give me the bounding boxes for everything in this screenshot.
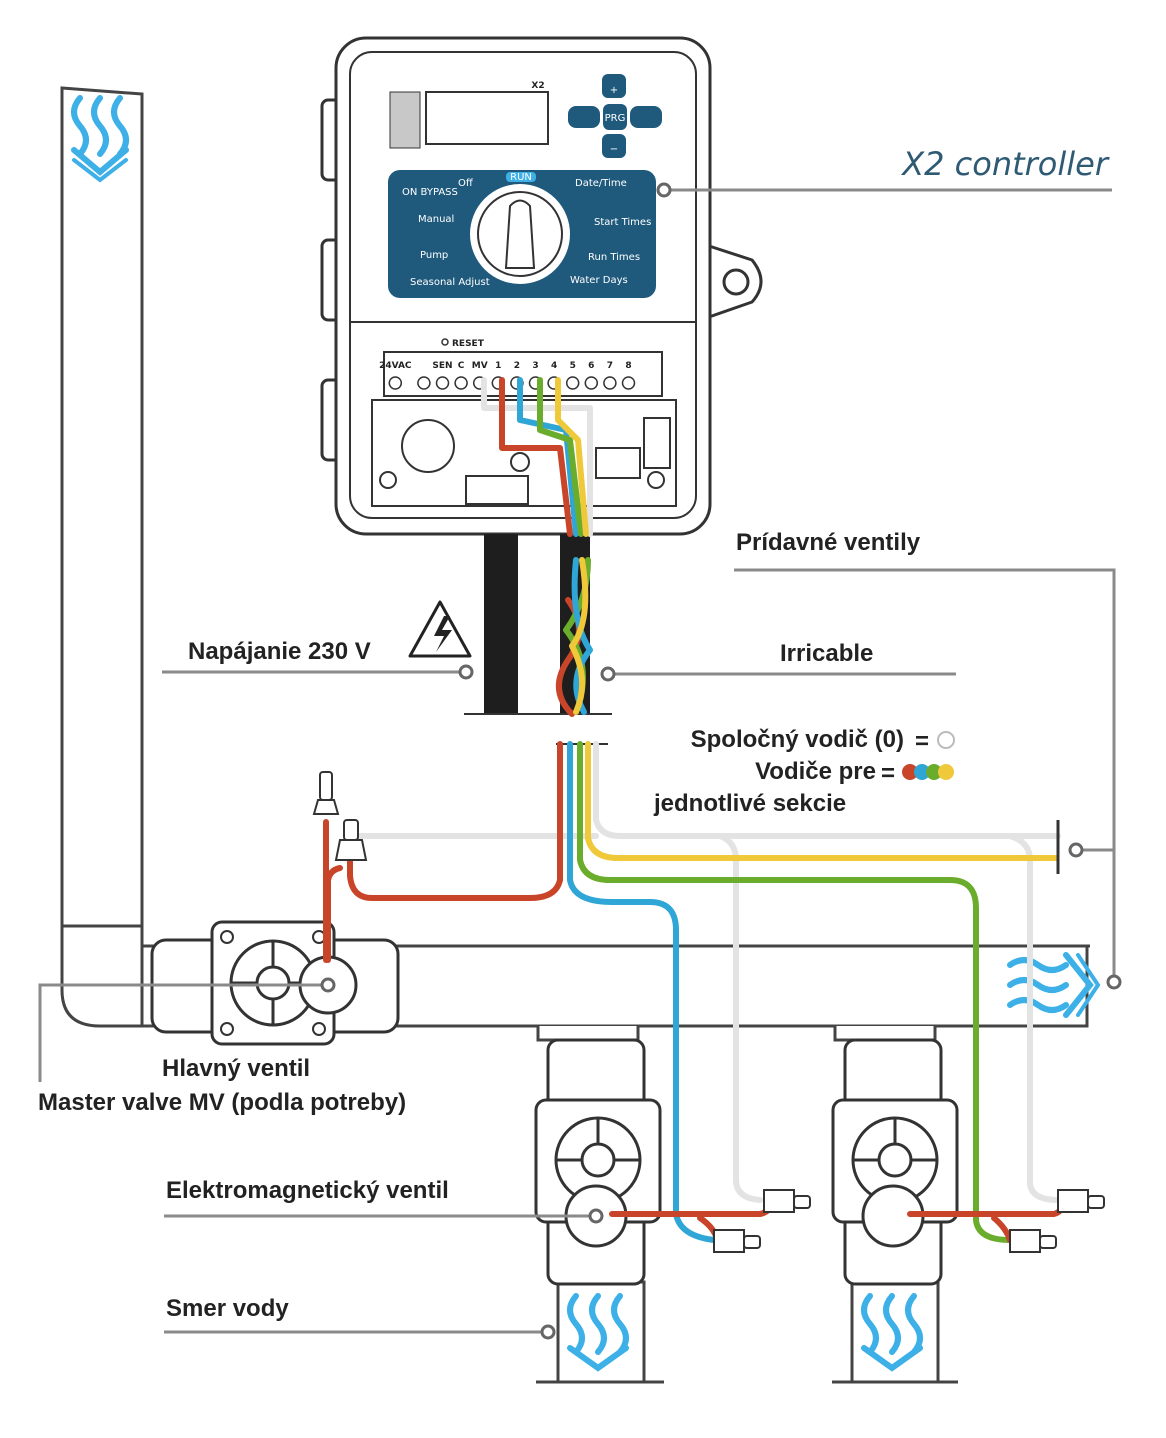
prg-button xyxy=(603,104,627,130)
dial-seasonal: Seasonal Adjust xyxy=(410,277,490,288)
branch-pipe-2 xyxy=(833,1026,937,1042)
terminal-screw xyxy=(621,376,636,390)
water-flow-down-icon-1 xyxy=(71,95,129,183)
section-wires-label-2: jednotlivé sekcie xyxy=(653,790,846,817)
solenoid-valve-label: Elektromagnetický ventil xyxy=(166,1177,449,1204)
common-equals: = xyxy=(915,728,929,755)
terminal-label: 24VAC xyxy=(379,361,412,371)
minus-button xyxy=(602,134,626,158)
callout-lines xyxy=(38,182,1122,1340)
terminal-label: SEN xyxy=(432,361,452,371)
reset-label: RESET xyxy=(452,339,485,349)
power-label: Napájanie 230 V xyxy=(188,638,371,665)
terminal-label: 7 xyxy=(607,361,613,371)
master-valve-label-2: Master valve MV (podla potreby) xyxy=(38,1089,406,1116)
terminal-label: MV xyxy=(472,361,488,371)
common-wire-label: Spoločný vodič (0) xyxy=(691,726,904,753)
dial-pump: Pump xyxy=(420,250,448,261)
terminal-screw xyxy=(565,376,580,390)
left-arrow-button xyxy=(568,106,600,128)
terminal-screw xyxy=(454,376,468,390)
master-valve-label-1: Hlavný ventil xyxy=(162,1055,310,1082)
zone-valve-1 xyxy=(534,1038,662,1286)
dial-starttimes: Start Times xyxy=(594,217,651,228)
terminal-label: C xyxy=(458,361,465,371)
bypass-label: ON BYPASS xyxy=(402,187,458,198)
terminal-label: 6 xyxy=(588,361,594,371)
controller-label: X2 controller xyxy=(900,145,1110,183)
terminal-screw xyxy=(388,376,403,390)
terminal-screw xyxy=(417,376,431,390)
water-flow-icon xyxy=(71,95,1101,1372)
irricable-label: Irricable xyxy=(780,640,873,667)
minus-label: − xyxy=(610,144,618,155)
prg-label: PRG xyxy=(605,113,626,124)
terminal-label: 2 xyxy=(514,361,520,371)
water-flow-right-icon xyxy=(1007,952,1101,1018)
master-valve xyxy=(150,920,400,1046)
dial-off: Off xyxy=(458,178,474,189)
terminal-screw xyxy=(603,376,617,390)
terminal-label: 5 xyxy=(570,361,576,371)
keypad: PRG + − xyxy=(568,74,662,158)
dial-waterdays: Water Days xyxy=(570,275,628,286)
terminal-label: 1 xyxy=(495,361,501,371)
terminal-label: 8 xyxy=(625,361,631,371)
terminal-label: 4 xyxy=(551,361,557,371)
section-wire-swatches xyxy=(902,764,954,780)
plus-button xyxy=(602,74,626,98)
water-flow-down-icon-3 xyxy=(861,1293,923,1372)
x2-controller: X2 PRG + − RUN Off Date/Time Manual Star… xyxy=(320,36,763,536)
dial-runtimes: Run Times xyxy=(588,252,640,263)
dial-datetime: Date/Time xyxy=(575,178,627,189)
plus-label: + xyxy=(610,85,618,96)
additional-valves-label: Prídavné ventily xyxy=(736,529,921,556)
terminal-screw xyxy=(435,376,450,390)
branch-pipe-1 xyxy=(536,1026,640,1042)
right-arrow-button xyxy=(630,106,662,128)
terminal-screw xyxy=(584,376,599,390)
high-voltage-warning-icon xyxy=(408,600,472,658)
power-cable xyxy=(484,534,518,714)
section-equals: = xyxy=(881,760,895,787)
water-direction-label: Smer vody xyxy=(166,1295,289,1322)
water-flow-down-icon-2 xyxy=(567,1293,629,1372)
wire-connectors xyxy=(312,771,1105,1253)
dial-manual: Manual xyxy=(418,214,454,225)
common-wire-swatch xyxy=(937,731,955,749)
terminal-label: 3 xyxy=(532,361,538,371)
zone-valve-2 xyxy=(831,1038,959,1286)
dial-run: RUN xyxy=(510,172,532,183)
model-label: X2 xyxy=(531,81,544,91)
section-wires-label-1: Vodiče pre xyxy=(755,758,876,785)
supply-pipe xyxy=(60,86,162,1028)
wires xyxy=(323,377,1067,1243)
